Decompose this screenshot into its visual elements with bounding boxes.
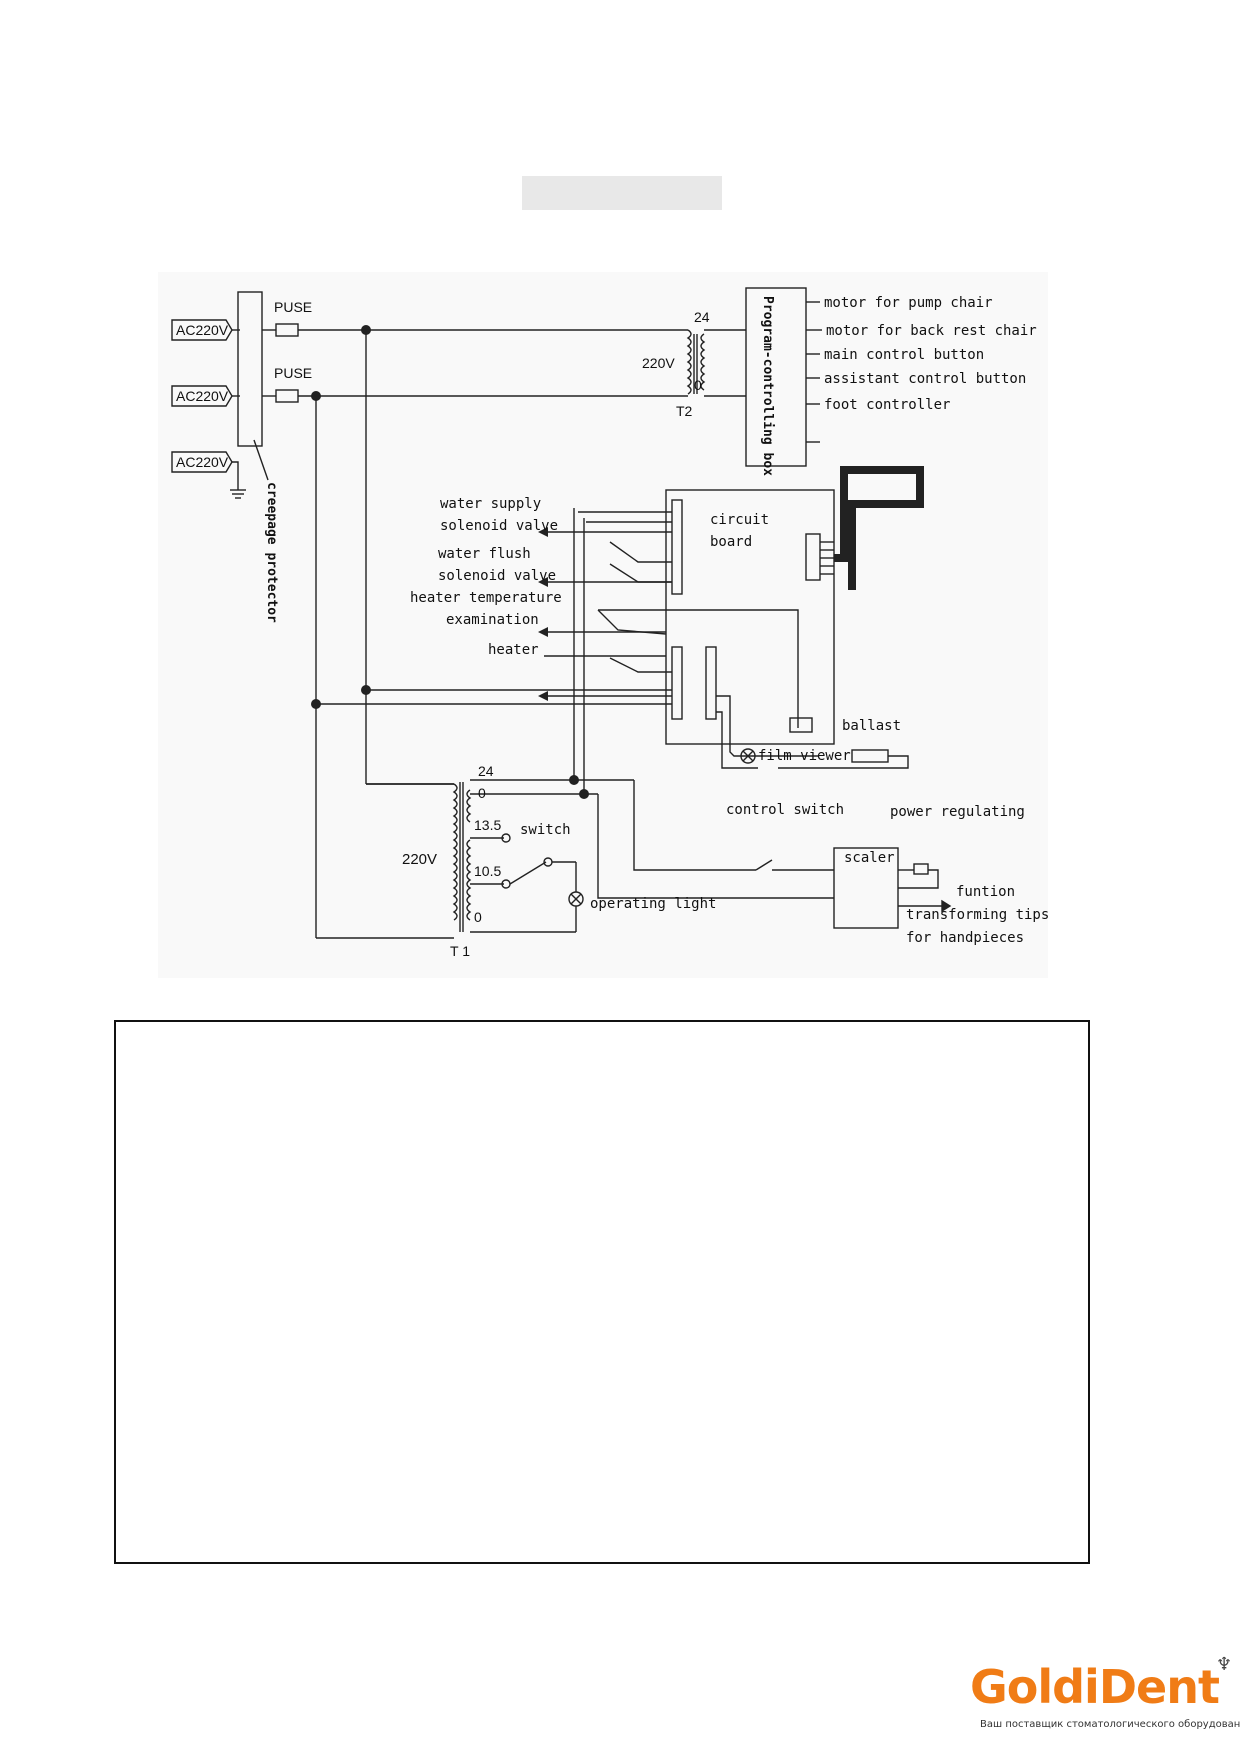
logo-tagline: Ваш поставщик стоматологического оборудо… (980, 1719, 1240, 1730)
ac-input-1 (171, 319, 233, 341)
creepage-protector-label: creepage protector (264, 482, 279, 623)
circuit-board (665, 489, 835, 745)
power-regulating-label: power regulating (890, 804, 1025, 820)
ac-input-3 (171, 451, 233, 473)
film-viewer-label: film viewer (758, 748, 851, 764)
heater-label: heater (488, 642, 539, 658)
program-box-label: Program-controlling box (760, 296, 775, 476)
ac-input-3-label: AC220V (176, 454, 229, 470)
ac-input-1-label: AC220V (176, 322, 229, 338)
program-output-4: assistant control button (824, 371, 1026, 387)
goldident-logo: GoldiDent ♆ Ваш поставщик стоматологичес… (970, 1654, 1240, 1740)
program-output-3: main control button (824, 347, 984, 363)
t2-name: T2 (676, 403, 693, 419)
t1-tap-10-5: 10.5 (474, 863, 501, 879)
t1-primary: 220V (402, 851, 437, 868)
tooth-icon: ♆ (1216, 1654, 1233, 1675)
notes-box (114, 1020, 1090, 1564)
for-handpieces-label: for handpieces (906, 930, 1024, 946)
control-switch-label: control switch (726, 802, 844, 818)
water-flush-label-1: water flush (438, 546, 531, 562)
heater-temp-label-1: heater temperature (410, 590, 562, 606)
water-flush-label-2: solenoid valve (438, 568, 556, 584)
t1-tap-0a: 0 (478, 785, 486, 801)
ac-input-2-label: AC220V (176, 388, 229, 404)
program-controlling-box (745, 287, 807, 467)
t1-tap-13-5: 13.5 (474, 817, 501, 833)
operating-light-label: operating light (590, 896, 716, 912)
switch-label: switch (520, 822, 571, 838)
ac-input-2 (171, 385, 233, 407)
t2-primary: 220V (642, 355, 675, 371)
transforming-tips-label: transforming tips (906, 907, 1048, 923)
water-supply-label-1: water supply (440, 496, 541, 512)
circuit-board-label-1: circuit (710, 512, 769, 528)
section-title-placeholder (522, 176, 722, 210)
ballast-label: ballast (842, 718, 901, 734)
wiring-diagram: AC220V AC220V AC220V PUSE PUSE creepage … (158, 272, 1048, 978)
fuse-1-label: PUSE (274, 299, 312, 315)
t1-tap-0b: 0 (474, 909, 482, 925)
funtion-label: funtion (956, 884, 1015, 900)
creepage-protector-box (237, 291, 263, 447)
program-output-1: motor for pump chair (824, 295, 993, 311)
t1-name: T 1 (450, 943, 470, 959)
t2-tap-0: 0 (694, 377, 702, 393)
heater-temp-label-2: examination (446, 612, 539, 628)
program-output-5: foot controller (824, 397, 950, 413)
t2-tap-24: 24 (694, 309, 710, 325)
fuse-2-label: PUSE (274, 365, 312, 381)
logo-wordmark: GoldiDent (970, 1660, 1220, 1714)
scaler-label: scaler (844, 850, 895, 866)
circuit-board-label-2: board (710, 534, 752, 550)
t1-tap-24: 24 (478, 763, 494, 779)
program-output-2: motor for back rest chair (826, 323, 1037, 339)
water-supply-label-2: solenoid valve (440, 518, 558, 534)
